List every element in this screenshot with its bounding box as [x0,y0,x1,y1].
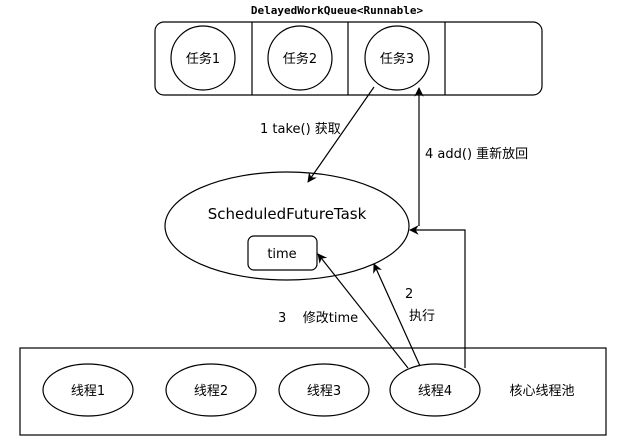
modify-time-label: 3 修改time [278,311,358,326]
execute-label: 执行 [409,309,435,324]
thread4-to-task-connector [409,225,466,368]
scheduled-future-task-label: ScheduledFutureTask [208,205,367,223]
thread-1: 线程1 [42,363,134,417]
thread-4-label: 线程4 [418,384,452,399]
take-label: 1 take() 获取 [260,122,341,137]
core-thread-pool: 线程1 线程2 线程3 线程4 核心线程池 [19,347,607,436]
queue-title: DelayedWorkQueue<Runnable> [251,4,424,17]
take-arrow [307,86,375,183]
thread-3-label: 线程3 [307,384,341,399]
execute-number: 2 [405,287,413,302]
thread-3: 线程3 [278,363,370,417]
queue-task-2-label: 任务2 [283,51,317,67]
thread-2-label: 线程2 [194,384,228,399]
pool-label: 核心线程池 [509,384,574,399]
queue-task-1-label: 任务1 [186,51,220,67]
time-field-label: time [267,247,296,262]
thread-4: 线程4 [389,363,481,417]
queue-task-1: 任务1 [170,25,236,91]
scheduled-future-task: ScheduledFutureTask time [164,171,410,281]
thread-1-label: 线程1 [71,384,105,399]
queue-task-2: 任务2 [267,25,333,91]
thread-2: 线程2 [165,363,257,417]
modify-time-arrow [317,253,409,369]
time-field-box [247,235,318,271]
execute-arrow [373,263,421,367]
add-label: 4 add() 重新放回 [425,146,528,162]
queue-task-3: 任务3 [364,25,430,91]
queue-task-3-label: 任务3 [380,51,414,67]
delayed-work-queue: 任务1 任务2 任务3 [154,21,543,96]
